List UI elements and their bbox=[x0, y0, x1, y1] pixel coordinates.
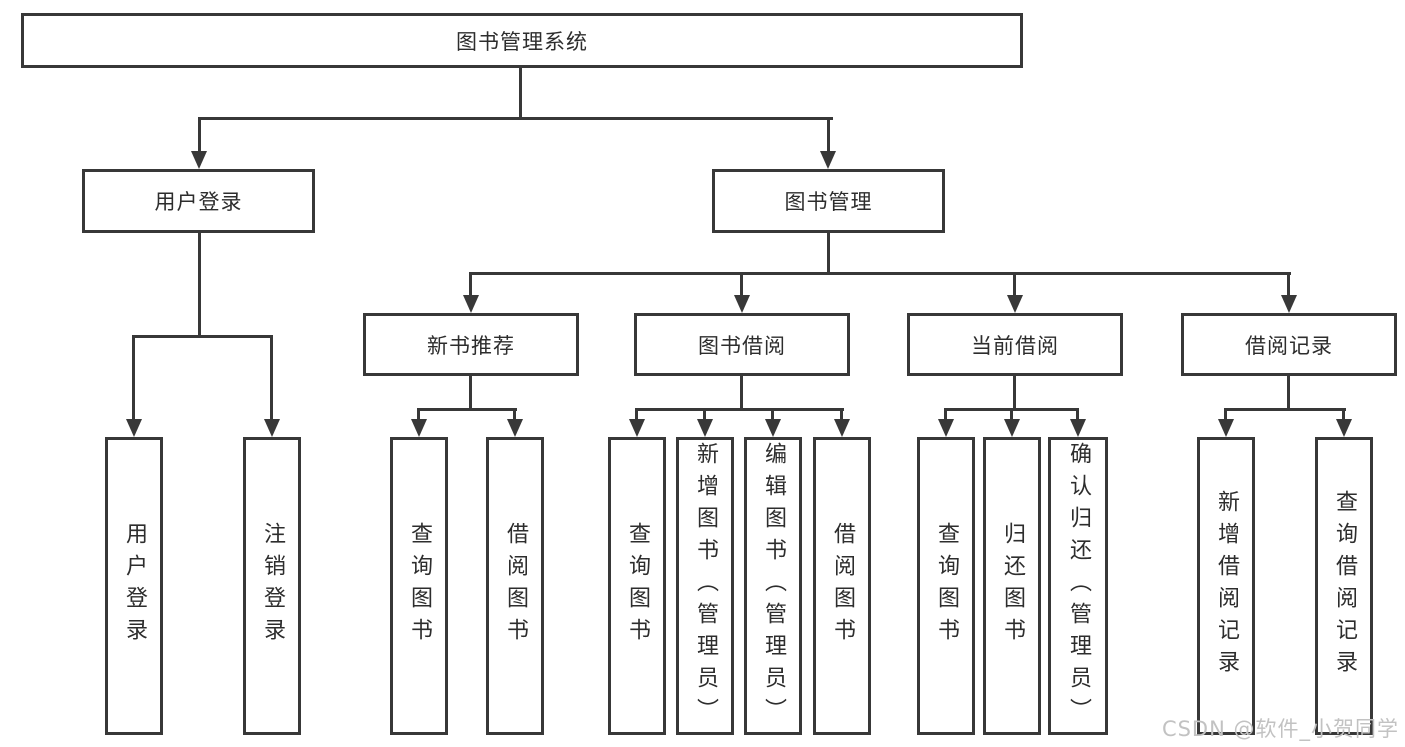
leaf-return-books: 归还图书 bbox=[983, 437, 1041, 735]
arrowhead-icon bbox=[938, 419, 954, 437]
node-label: 新增图书（管理员） bbox=[693, 442, 718, 730]
connector-line bbox=[198, 117, 201, 154]
connector-line bbox=[198, 231, 201, 335]
node-label: 新增借阅记录 bbox=[1214, 490, 1239, 682]
node-label: 图书管理系统 bbox=[456, 29, 588, 54]
arrowhead-icon bbox=[820, 151, 836, 169]
node-current-borrowing: 当前借阅 bbox=[907, 313, 1123, 376]
arrowhead-icon bbox=[697, 419, 713, 437]
node-borrowing-records: 借阅记录 bbox=[1181, 313, 1397, 376]
connector-line bbox=[417, 408, 420, 422]
leaf-borrow-books-borrowing: 借阅图书 bbox=[813, 437, 871, 735]
node-user-login: 用户登录 bbox=[82, 169, 315, 233]
connector-line bbox=[469, 272, 1291, 275]
connector-line bbox=[1013, 272, 1016, 298]
node-label: 查询借阅记录 bbox=[1332, 490, 1357, 682]
node-label: 图书管理 bbox=[784, 190, 873, 214]
arrowhead-icon bbox=[463, 295, 479, 313]
node-label: 确认归还（管理员） bbox=[1066, 442, 1091, 730]
connector-line bbox=[132, 335, 135, 421]
node-label: 借阅记录 bbox=[1245, 333, 1333, 358]
node-label: 用户登录 bbox=[154, 190, 243, 214]
leaf-query-borrow-record: 查询借阅记录 bbox=[1315, 437, 1373, 735]
node-label: 查询图书 bbox=[625, 522, 650, 650]
csdn-watermark: CSDN @软件_小贺同学 bbox=[1161, 717, 1399, 741]
node-label: 归还图书 bbox=[1000, 522, 1025, 650]
node-book-borrowing: 图书借阅 bbox=[634, 313, 850, 376]
connector-line bbox=[827, 231, 830, 272]
arrowhead-icon bbox=[629, 419, 645, 437]
arrowhead-icon bbox=[834, 419, 850, 437]
node-label: 用户登录 bbox=[122, 522, 147, 650]
leaf-confirm-return-admin: 确认归还（管理员） bbox=[1048, 437, 1108, 735]
connector-line bbox=[270, 335, 273, 421]
connector-line bbox=[1287, 374, 1290, 408]
connector-line bbox=[513, 408, 516, 422]
leaf-borrow-books-recommend: 借阅图书 bbox=[486, 437, 544, 735]
connector-line bbox=[771, 408, 774, 422]
connector-line bbox=[635, 408, 844, 411]
leaf-logout: 注销登录 bbox=[243, 437, 301, 735]
leaf-query-books-borrowing: 查询图书 bbox=[608, 437, 666, 735]
connector-line bbox=[1013, 374, 1016, 408]
node-label: 查询图书 bbox=[934, 522, 959, 650]
connector-line bbox=[1287, 272, 1290, 298]
node-label: 借阅图书 bbox=[830, 522, 855, 650]
connector-line bbox=[132, 335, 273, 338]
leaf-query-books-current: 查询图书 bbox=[917, 437, 975, 735]
arrowhead-icon bbox=[191, 151, 207, 169]
connector-line bbox=[703, 408, 706, 422]
connector-line bbox=[1224, 408, 1346, 411]
node-label: 查询图书 bbox=[407, 522, 432, 650]
node-label: 编辑图书（管理员） bbox=[761, 442, 786, 730]
connector-line bbox=[1342, 408, 1345, 422]
connector-line bbox=[198, 117, 833, 120]
arrowhead-icon bbox=[1070, 419, 1086, 437]
connector-line bbox=[1010, 408, 1013, 422]
connector-line bbox=[1076, 408, 1079, 422]
arrowhead-icon bbox=[734, 295, 750, 313]
arrowhead-icon bbox=[1218, 419, 1234, 437]
node-library-management-system: 图书管理系统 bbox=[21, 13, 1023, 68]
node-label: 图书借阅 bbox=[698, 333, 786, 358]
arrowhead-icon bbox=[1336, 419, 1352, 437]
connector-line bbox=[944, 408, 947, 422]
connector-line bbox=[417, 408, 517, 411]
leaf-query-books-recommend: 查询图书 bbox=[390, 437, 448, 735]
arrowhead-icon bbox=[1281, 295, 1297, 313]
arrowhead-icon bbox=[411, 419, 427, 437]
arrowhead-icon bbox=[264, 419, 280, 437]
connector-line bbox=[827, 117, 830, 154]
connector-line bbox=[519, 66, 522, 119]
connector-line bbox=[840, 408, 843, 422]
arrowhead-icon bbox=[126, 419, 142, 437]
node-new-book-recommendation: 新书推荐 bbox=[363, 313, 579, 376]
connector-line bbox=[1224, 408, 1227, 422]
node-label: 借阅图书 bbox=[503, 522, 528, 650]
node-label: 当前借阅 bbox=[971, 333, 1059, 358]
arrowhead-icon bbox=[1004, 419, 1020, 437]
leaf-edit-book-admin: 编辑图书（管理员） bbox=[744, 437, 802, 735]
arrowhead-icon bbox=[507, 419, 523, 437]
leaf-add-book-admin: 新增图书（管理员） bbox=[676, 437, 734, 735]
node-book-management: 图书管理 bbox=[712, 169, 945, 233]
connector-line bbox=[635, 408, 638, 422]
arrowhead-icon bbox=[765, 419, 781, 437]
arrowhead-icon bbox=[1007, 295, 1023, 313]
node-label: 新书推荐 bbox=[427, 333, 515, 358]
node-label: 注销登录 bbox=[260, 522, 285, 650]
leaf-user-login: 用户登录 bbox=[105, 437, 163, 735]
connector-line bbox=[469, 272, 472, 298]
connector-line bbox=[740, 272, 743, 298]
connector-line bbox=[740, 374, 743, 408]
connector-line bbox=[469, 374, 472, 408]
leaf-add-borrow-record: 新增借阅记录 bbox=[1197, 437, 1255, 735]
